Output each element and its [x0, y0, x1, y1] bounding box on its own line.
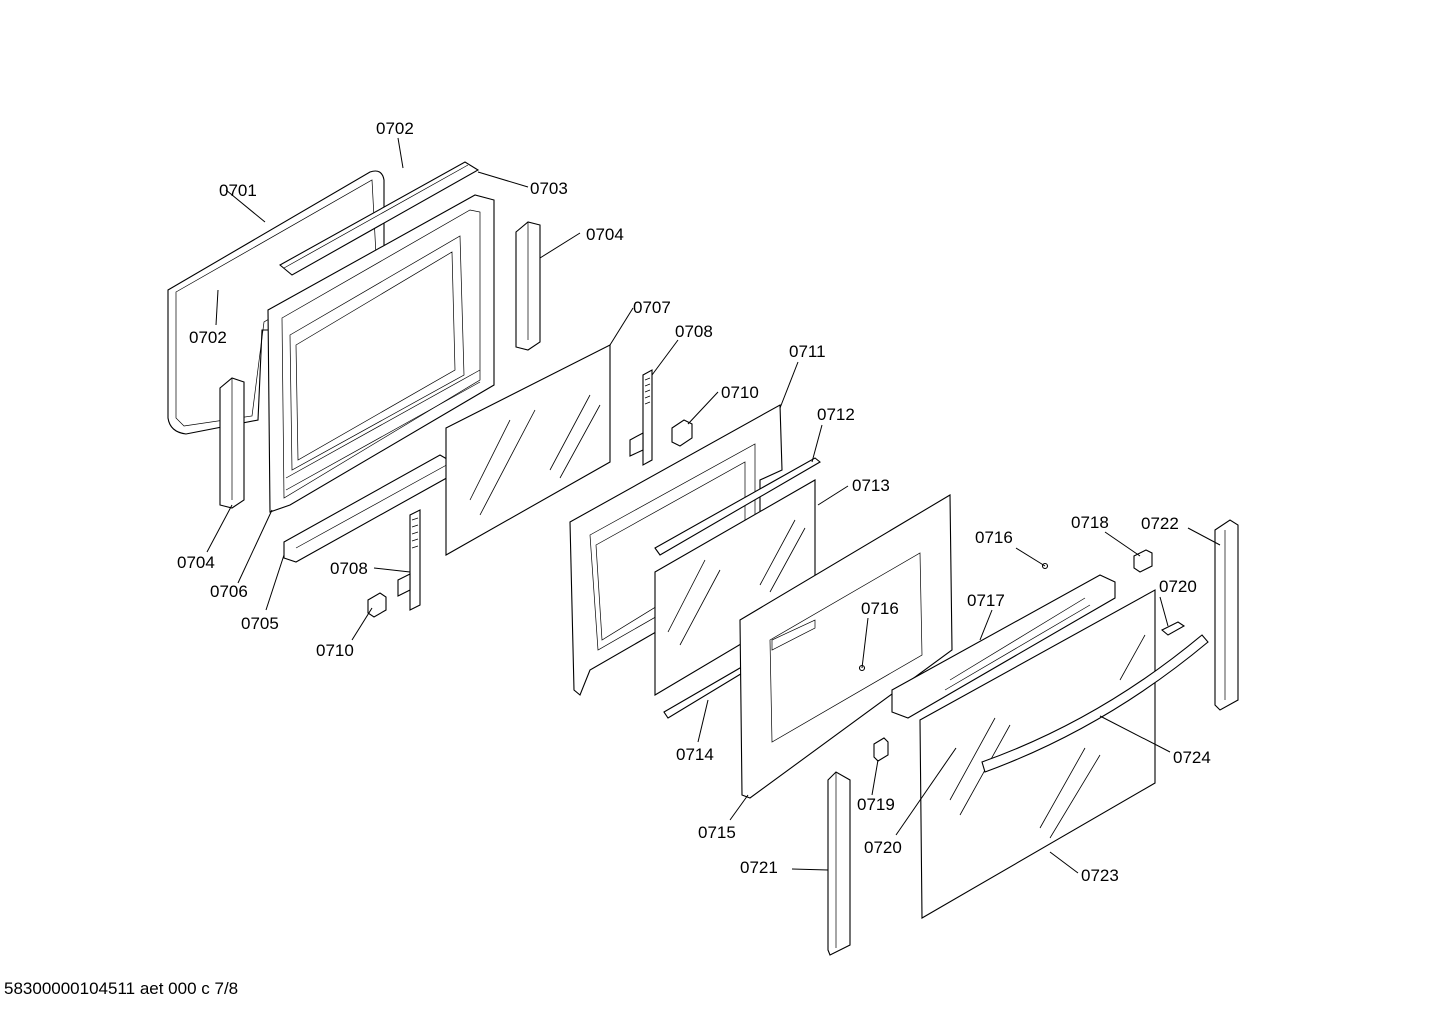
callout-0717: 0717: [967, 591, 1005, 610]
part-0703-top-trim: [279, 161, 480, 276]
callout-0706: 0706: [210, 582, 248, 601]
callout-0704-left: 0704: [177, 553, 215, 572]
callout-0704-right: 0704: [586, 225, 624, 244]
callout-0716-mid: 0716: [861, 599, 899, 618]
callout-0705: 0705: [241, 614, 279, 633]
part-0710-clip-bottom: [367, 592, 387, 618]
callout-0707: 0707: [633, 298, 671, 317]
callout-0711: 0711: [789, 342, 826, 361]
part-0710-clip-top: [671, 419, 693, 447]
part-0715-inner-panel: [739, 494, 953, 799]
part-0712-strip: [654, 457, 821, 556]
callout-0712: 0712: [817, 405, 855, 424]
document-id-footer: 58300000104511 aet 000 c 7/8: [4, 979, 239, 998]
part-0704-side-block-right: [515, 221, 541, 351]
callout-0720-top: 0720: [1159, 577, 1197, 596]
callout-0724: 0724: [1173, 748, 1211, 767]
leader-lines: [206, 137, 1221, 874]
callout-0718: 0718: [1071, 513, 1109, 532]
part-0706-inner-frame: [267, 194, 495, 513]
callout-0708-top: 0708: [675, 322, 713, 341]
callout-0702-top: 0702: [376, 119, 414, 138]
callout-labels: 0701 0702 0702 0703 0704 0704 0705 0706 …: [177, 119, 1211, 885]
callout-0720-bottom: 0720: [864, 838, 902, 857]
callout-0702-left: 0702: [189, 328, 227, 347]
callout-0719: 0719: [857, 795, 895, 814]
callout-0713: 0713: [852, 476, 890, 495]
part-0717-vent-profile: [891, 574, 1116, 719]
part-0724-handle: [981, 634, 1209, 773]
callout-0715: 0715: [698, 823, 736, 842]
callout-0716-top: 0716: [975, 528, 1013, 547]
part-0719-catch: [873, 737, 889, 762]
callout-0703: 0703: [530, 179, 568, 198]
callout-0710-top: 0710: [721, 383, 759, 402]
callout-0721: 0721: [740, 858, 778, 877]
callout-0723: 0723: [1081, 866, 1119, 885]
part-0708-hinge-bottom: [397, 509, 421, 611]
callout-0701: 0701: [219, 181, 257, 200]
part-0707-glass-panel: [445, 344, 611, 556]
callout-0722: 0722: [1141, 514, 1179, 533]
part-0721-side-trim-left: [827, 771, 851, 956]
part-0704-side-block-left: [219, 377, 245, 509]
part-0708-hinge-top: [629, 369, 653, 466]
callout-0710-bottom: 0710: [316, 641, 354, 660]
callout-0708-bottom: 0708: [330, 559, 368, 578]
part-0722-side-trim-right: [1214, 519, 1239, 711]
callout-0714: 0714: [676, 745, 714, 764]
